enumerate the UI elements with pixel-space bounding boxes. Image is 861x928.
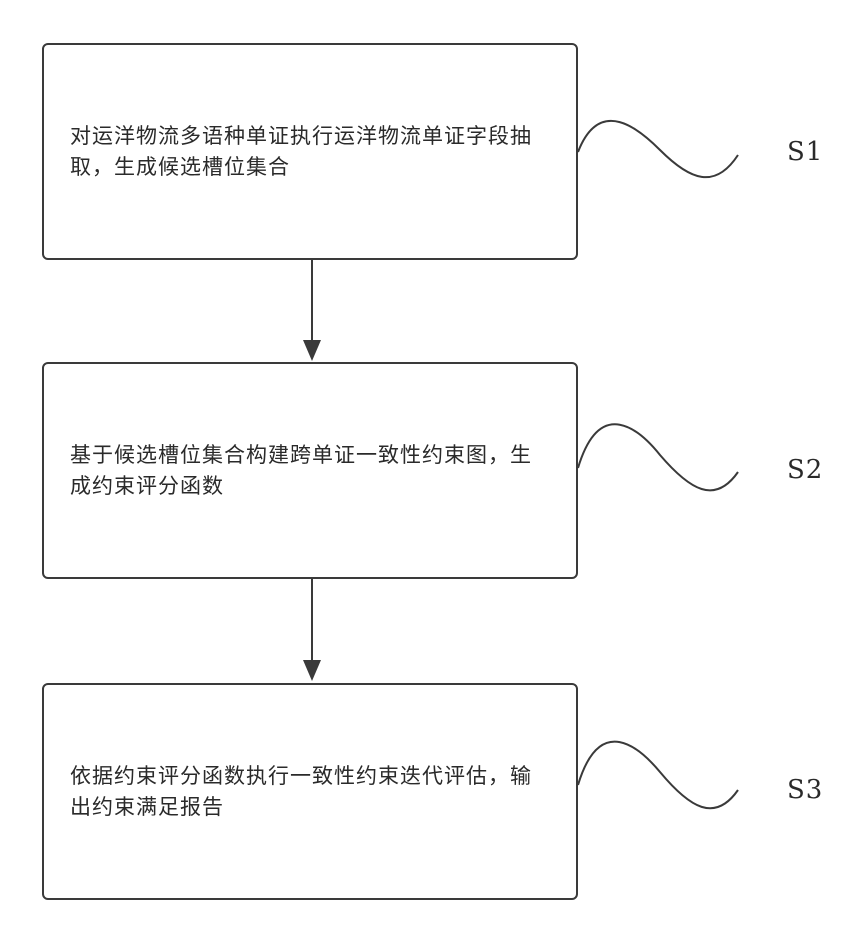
arrow-head-s1-s2-icon	[303, 340, 321, 361]
step-label-s1: S1	[787, 137, 823, 167]
arrow-head-s2-s3-icon	[303, 660, 321, 681]
step-label-s3: S3	[787, 775, 823, 805]
leader-line-s3	[578, 742, 738, 809]
leader-line-s2	[578, 424, 738, 490]
step-label-s2: S2	[787, 455, 823, 485]
leader-line-s1	[578, 121, 738, 177]
